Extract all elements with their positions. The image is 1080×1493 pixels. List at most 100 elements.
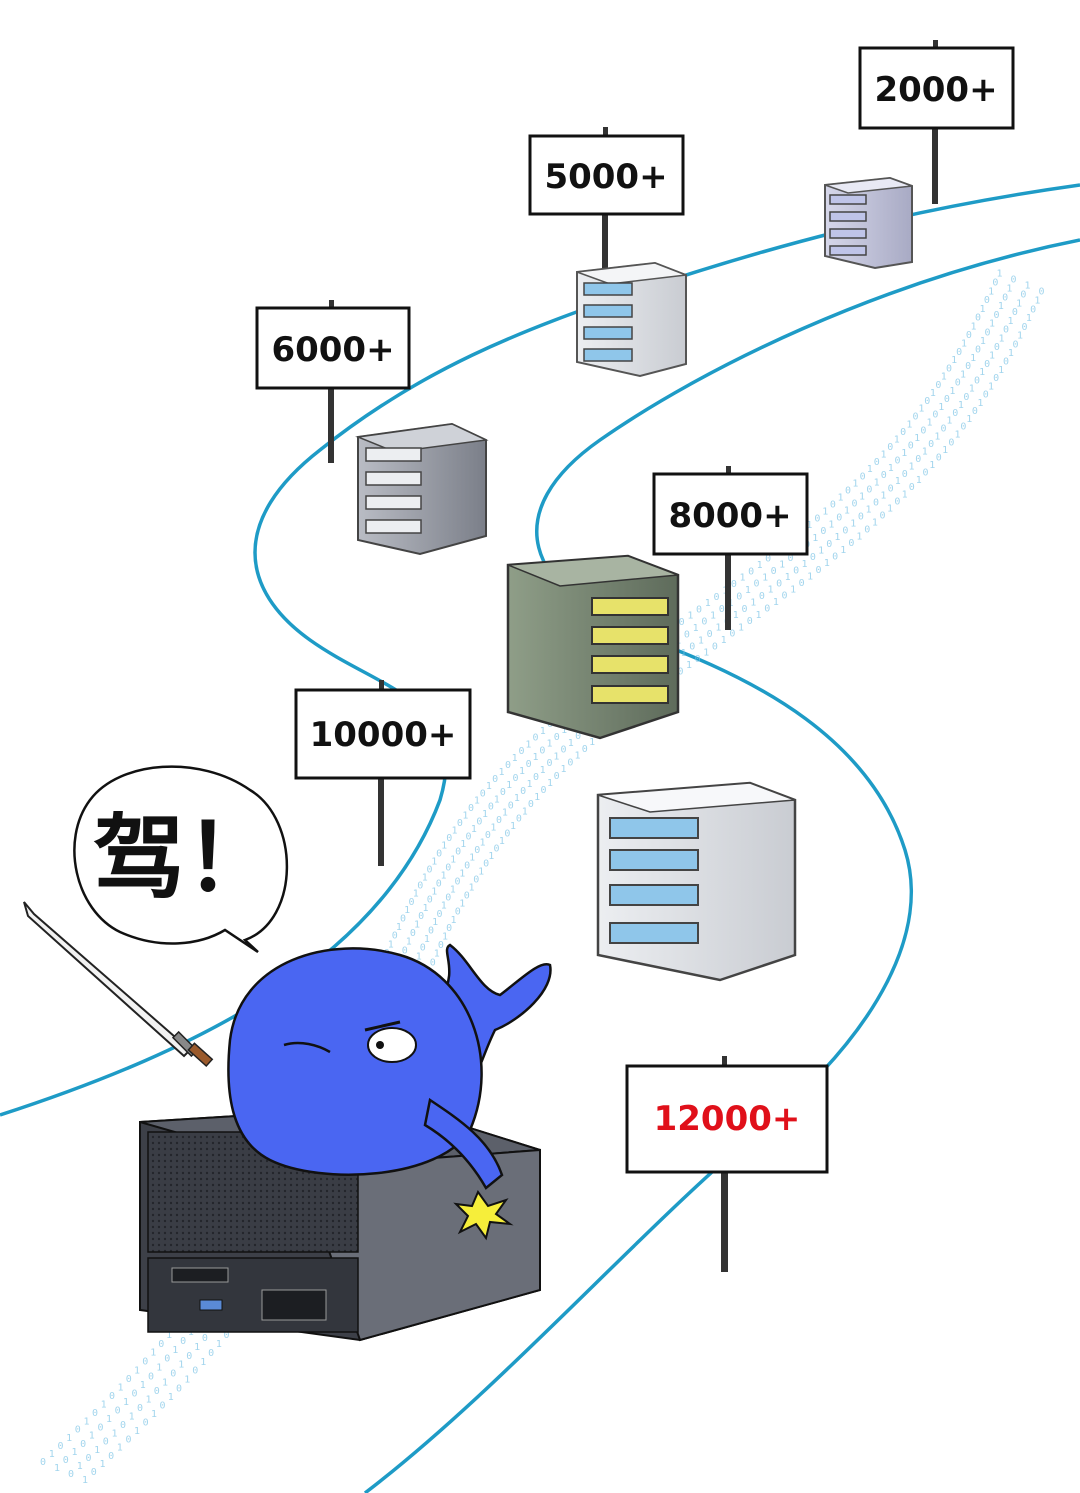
- binary-digit: 0: [820, 526, 826, 537]
- binary-digit: 0: [944, 394, 950, 405]
- binary-digit: 1: [840, 545, 846, 556]
- binary-digit: 1: [859, 492, 865, 503]
- binary-digit: 1: [468, 882, 474, 893]
- binary-digit: 0: [554, 732, 560, 743]
- binary-digit: 1: [117, 1443, 123, 1454]
- binary-digit: 0: [109, 1391, 115, 1402]
- binary-digit: 1: [216, 1339, 222, 1350]
- binary-digit: 0: [186, 1351, 192, 1362]
- sign-8000: 8000+: [652, 466, 809, 630]
- binary-digit: 0: [920, 425, 926, 436]
- binary-digit: 0: [392, 931, 398, 942]
- binary-digit: 1: [151, 1409, 157, 1420]
- binary-digit: 1: [134, 1426, 140, 1437]
- binary-digit: 1: [698, 635, 704, 646]
- binary-digit: 1: [49, 1449, 55, 1460]
- binary-digit: 1: [486, 781, 492, 792]
- binary-digit: 1: [575, 750, 581, 761]
- binary-digit: 1: [414, 920, 420, 931]
- server-tower-6000: [355, 422, 489, 556]
- binary-digit: 0: [759, 591, 765, 602]
- binary-digit: 1: [123, 1397, 129, 1408]
- binary-digit: 0: [180, 1336, 186, 1347]
- binary-digit: 0: [984, 327, 990, 338]
- binary-digit: 1: [404, 905, 410, 916]
- binary-digit: 1: [703, 648, 709, 659]
- binary-digit: 0: [176, 1383, 182, 1394]
- binary-digit: 1: [802, 559, 808, 570]
- binary-digit: 1: [534, 792, 540, 803]
- binary-digit: 0: [764, 603, 770, 614]
- binary-digit: 1: [767, 585, 773, 596]
- binary-digit: 0: [80, 1439, 86, 1450]
- binary-digit: 0: [894, 497, 900, 508]
- binary-digit: 1: [926, 418, 932, 429]
- binary-digit: 1: [168, 1392, 174, 1403]
- binary-digit: 1: [916, 475, 922, 486]
- sign-12000-label: 12000+: [654, 1099, 801, 1139]
- binary-digit: 0: [1010, 274, 1016, 285]
- binary-digit: 1: [989, 350, 995, 361]
- binary-digit: 0: [983, 390, 989, 401]
- binary-digit: 1: [887, 504, 893, 515]
- binary-digit: 1: [431, 886, 437, 897]
- binary-digit: 0: [427, 895, 433, 906]
- binary-digit: 0: [131, 1389, 137, 1400]
- binary-digit: 0: [832, 552, 838, 563]
- binary-digit: 1: [568, 738, 574, 749]
- binary-digit: 0: [528, 799, 534, 810]
- binary-digit: 1: [750, 597, 756, 608]
- binary-digit: 1: [949, 386, 955, 397]
- binary-digit: 0: [464, 890, 470, 901]
- binary-digit: 1: [494, 794, 500, 805]
- binary-digit: 1: [561, 725, 567, 736]
- binary-digit: 1: [1006, 283, 1012, 294]
- binary-digit: 1: [824, 558, 830, 569]
- binary-digit: 1: [906, 419, 912, 430]
- sword: [23, 901, 214, 1068]
- binary-digit: 0: [826, 539, 832, 550]
- server-tower-10000: [596, 781, 797, 982]
- binary-digit: 0: [445, 862, 451, 873]
- binary-digit: 1: [970, 353, 976, 364]
- binary-digit: 1: [998, 365, 1004, 376]
- binary-digit: 1: [172, 1345, 178, 1356]
- binary-digit: 1: [478, 867, 484, 878]
- sign-6000-label: 6000+: [271, 330, 394, 370]
- binary-digit: 1: [989, 319, 995, 330]
- binary-digit: 1: [441, 841, 447, 852]
- binary-digit: 0: [464, 861, 470, 872]
- binary-digit: 1: [934, 431, 940, 442]
- binary-digit: 0: [533, 772, 539, 783]
- binary-digit: 1: [450, 855, 456, 866]
- binary-digit: 0: [984, 295, 990, 306]
- binary-digit: 0: [120, 1420, 126, 1431]
- binary-digit: 0: [526, 759, 532, 770]
- binary-digit: 0: [888, 483, 894, 494]
- binary-digit: 0: [546, 758, 552, 769]
- binary-digit: 1: [396, 922, 402, 933]
- binary-digit: 0: [909, 482, 915, 493]
- binary-digit: 1: [54, 1463, 60, 1474]
- binary-digit: 0: [57, 1441, 63, 1452]
- binary-digit: 0: [91, 1467, 97, 1478]
- binary-digit: 1: [526, 779, 532, 790]
- binary-digit: 1: [459, 868, 465, 879]
- binary-digit: 0: [860, 471, 866, 482]
- binary-digit: 1: [1017, 331, 1023, 342]
- binary-digit: 1: [779, 559, 785, 570]
- binary-digit: 1: [929, 460, 935, 471]
- binary-digit: 1: [134, 1365, 140, 1376]
- binary-digit: 0: [924, 396, 930, 407]
- binary-digit: 1: [532, 752, 538, 763]
- binary-digit: 0: [508, 800, 514, 811]
- binary-digit: 0: [436, 878, 442, 889]
- binary-digit: 0: [68, 1469, 74, 1480]
- sign-12000: 12000+: [625, 1056, 829, 1272]
- binary-digit: 0: [842, 525, 848, 536]
- binary-digit: 1: [450, 915, 456, 926]
- binary-digit: 1: [440, 870, 446, 881]
- binary-digit: 0: [426, 864, 432, 875]
- binary-digit: 1: [432, 917, 438, 928]
